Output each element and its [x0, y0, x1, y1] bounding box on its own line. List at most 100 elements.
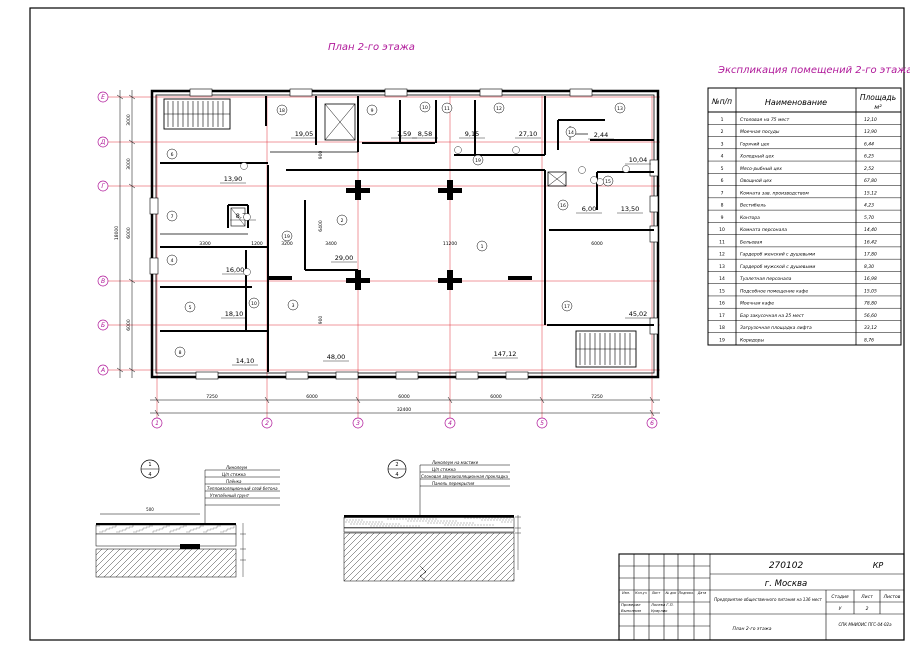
layer-label: Теплоизоляционный слой бетона — [207, 486, 278, 491]
row-area: 8,30 — [864, 264, 874, 270]
dim-text: 6000 — [490, 394, 502, 400]
row-num: 5 — [721, 166, 724, 172]
row-num: 15 — [719, 288, 725, 294]
floor-plan: 1 2 3 4 5 6 Е Д Г В Б А 7250 6000 6000 6… — [97, 88, 660, 429]
svg-text:19: 19 — [284, 234, 290, 240]
room-number: 10 — [422, 105, 428, 111]
row-area: 16,42 — [864, 239, 877, 245]
room-number: 8 — [179, 350, 182, 356]
room-area: 6,00 — [582, 205, 596, 213]
row-name: Горячий цех — [740, 141, 770, 147]
dim-text: 6000 — [126, 319, 132, 331]
table-header-area: Площадь — [860, 93, 896, 102]
axis-label: 6 — [650, 420, 654, 427]
room-number: 6 — [171, 152, 174, 158]
table-header-num: №п/п — [711, 97, 732, 106]
room-number: 14 — [568, 130, 574, 136]
room-area: 13,50 — [621, 205, 640, 213]
stamp-list: 2 — [866, 606, 869, 612]
row-area: 6,44 — [864, 141, 874, 147]
room-area: 14,10 — [236, 357, 255, 365]
row-area: 13,90 — [864, 129, 877, 135]
row-name: Холодный цех — [739, 154, 774, 160]
layer-label: Панель перекрытия — [432, 481, 475, 486]
dim-text: 900 — [318, 151, 324, 160]
room-area: 27,10 — [519, 130, 538, 138]
dim-text: 3000 — [126, 158, 132, 170]
layer-label: Ц/п стяжка — [432, 467, 456, 472]
room-area: 48,00 — [327, 353, 346, 361]
stamp-lists-header: Листов — [883, 594, 901, 600]
section-sub: 4 — [395, 472, 398, 478]
row-num: 18 — [719, 325, 725, 331]
stamp-role: Проверил — [621, 602, 641, 607]
row-area: 5,70 — [864, 215, 874, 221]
dim-text: 900 — [318, 316, 324, 325]
dim-text: 1200 — [251, 241, 263, 247]
room-tag: 10 — [248, 297, 260, 309]
dim-text: 6400 — [318, 220, 324, 232]
stamp-col: Дата — [697, 591, 707, 595]
stamp-col: Подпись — [679, 591, 694, 595]
row-num: 4 — [721, 154, 724, 160]
row-name: Загрузочная площадка лифта — [740, 325, 812, 331]
stamp-col: Кол.уч — [635, 591, 646, 595]
row-area: 16,98 — [864, 276, 877, 282]
stamp-role: Выполнил — [621, 608, 642, 613]
floor-section-2: 2 4 Линолеум на мастике Ц/п стяжка Слоно… — [343, 459, 521, 582]
room: 108,58 — [412, 101, 438, 139]
room: 119,15 — [441, 102, 485, 139]
section-mark: 1 — [148, 462, 151, 468]
layer-label: Линолеум на мастике — [431, 460, 479, 465]
stamp-stage: У — [839, 606, 842, 612]
row-num: 11 — [719, 239, 725, 245]
row-name: Подсобное помещение кафе — [740, 288, 808, 294]
row-num: 12 — [719, 252, 725, 258]
stamp-sheet-name: План 2-го этажа — [732, 626, 771, 632]
row-area: 67,80 — [864, 178, 877, 184]
axis-label: 3 — [356, 420, 360, 427]
row-area: 15,05 — [864, 288, 877, 294]
dim-text: 6000 — [591, 241, 603, 247]
row-name: Мясо-рыбный цех — [740, 166, 782, 172]
stamp-stage-header: Стадия — [831, 594, 849, 600]
room-number: 18 — [279, 108, 285, 114]
room-area: 16,00 — [226, 266, 245, 274]
room-area: 2,44 — [594, 131, 608, 139]
row-num: 14 — [719, 276, 725, 282]
floor-section-1: 1 4 Линолеум Ц/п стяжка Плёнка Теплоизол… — [95, 459, 280, 578]
svg-text:10: 10 — [251, 301, 257, 307]
room-tag: 19 — [281, 230, 293, 242]
room: 97,59 — [366, 104, 417, 139]
row-num: 6 — [721, 178, 724, 184]
room: 12 27,10 — [493, 102, 541, 139]
dim-text: 3300 — [199, 241, 211, 247]
room: 416,00 — [166, 254, 248, 275]
layer-label: Плёнка — [226, 479, 242, 484]
room-number: 12 — [496, 106, 502, 112]
row-num: 13 — [719, 264, 725, 270]
stamp-city: г. Москва — [765, 579, 807, 589]
stamp-type: КР — [873, 561, 884, 570]
layer-label: Ц/п стяжка — [222, 472, 246, 477]
axis-label: Б — [101, 322, 105, 329]
dim-text: 18000 — [114, 226, 120, 240]
axis-label: Д — [100, 139, 106, 146]
row-num: 9 — [721, 215, 724, 221]
layer-label: Линолеум — [225, 465, 247, 470]
room-number: 5 — [189, 305, 192, 311]
